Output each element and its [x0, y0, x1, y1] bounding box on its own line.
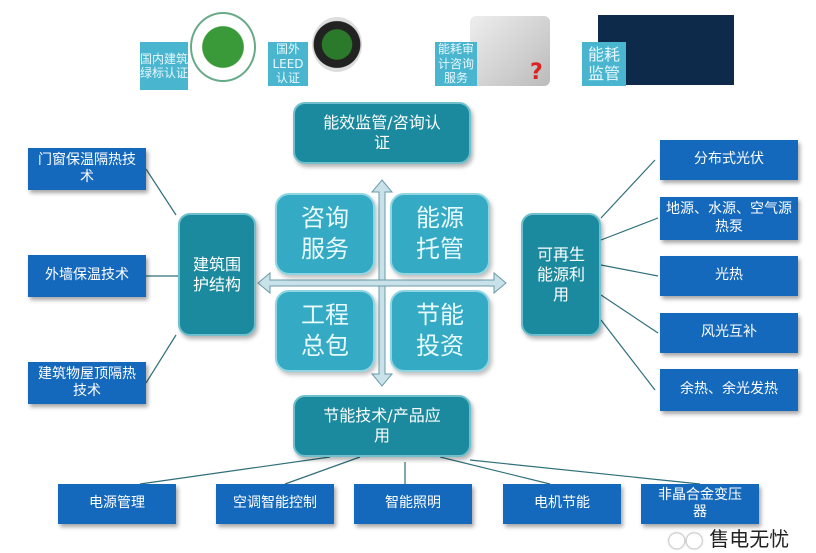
leed-logo [312, 17, 362, 72]
tag-audit: 能耗审计咨询服务 [435, 42, 477, 86]
watermark: ●● 售电无忧 [668, 527, 789, 551]
tag-monitor: 能耗监管 [582, 42, 626, 86]
wechat-icon: ●● [668, 527, 703, 551]
right-item: 地源、水源、空气源热泵 [660, 197, 798, 240]
bottom-item: 非晶合金变压器 [641, 484, 759, 524]
quad-consulting: 咨询服务 [275, 193, 375, 275]
left-item: 建筑物屋顶隔热技术 [28, 362, 146, 404]
left-center-box: 建筑围护结构 [178, 213, 256, 336]
right-item: 风光互补 [660, 313, 798, 353]
tag-domestic-green: 国内建筑绿标认证 [140, 42, 188, 90]
top-center-box: 能效监管/咨询认证 [293, 102, 471, 164]
green-building-logo [190, 12, 256, 82]
watermark-text: 售电无忧 [709, 527, 790, 551]
right-item: 光热 [660, 256, 798, 296]
right-item: 余热、余光发热 [660, 369, 798, 411]
bottom-item: 空调智能控制 [216, 484, 334, 524]
right-center-box: 可再生能源利用 [521, 213, 601, 336]
tag-leed: 国外LEED认证 [268, 42, 308, 86]
bottom-item: 智能照明 [354, 484, 472, 524]
left-item: 外墙保温技术 [28, 255, 146, 297]
bottom-center-box: 节能技术/产品应用 [293, 395, 471, 457]
left-item: 门窗保温隔热技术 [28, 148, 146, 190]
quad-investment: 节能投资 [390, 290, 490, 372]
bottom-item: 电源管理 [58, 484, 176, 524]
audit-figure-image [470, 16, 550, 86]
right-item: 分布式光伏 [660, 140, 798, 180]
bottom-item: 电机节能 [503, 484, 621, 524]
quad-energy-hosting: 能源托管 [390, 193, 490, 275]
question-mark-icon: ? [530, 60, 543, 85]
horizontal-arrow [257, 271, 507, 295]
quad-epc: 工程总包 [275, 290, 375, 372]
